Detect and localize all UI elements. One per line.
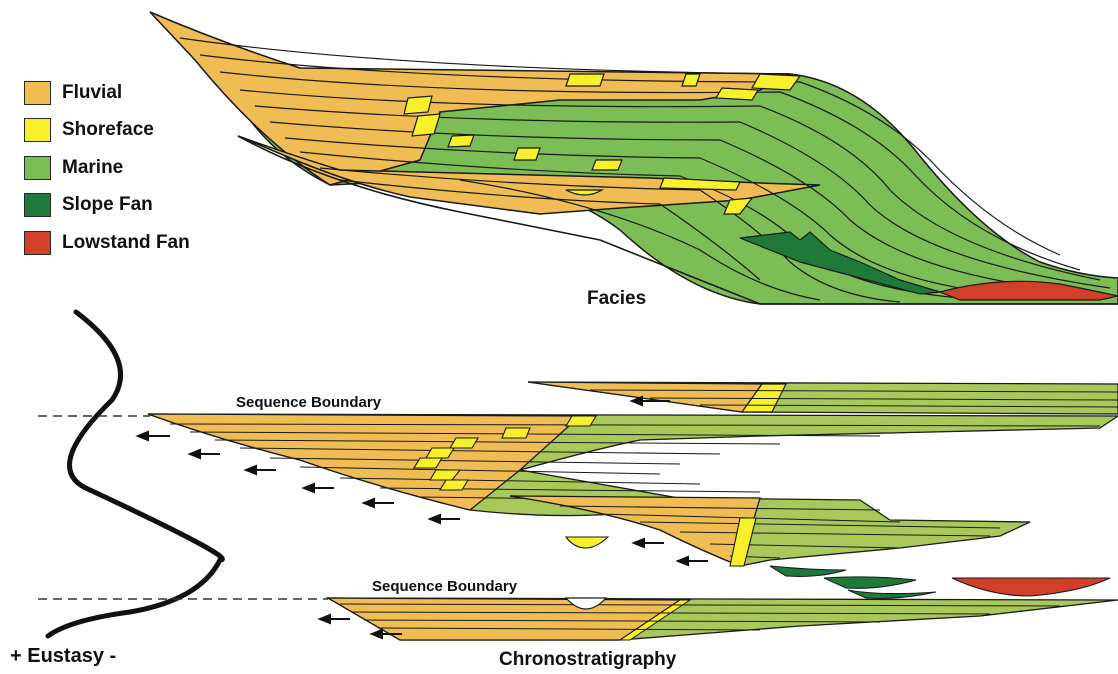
chrono-lowstand-fan xyxy=(952,578,1110,596)
legend-label: Lowstand Fan xyxy=(62,232,190,254)
legend-item-fluvial: Fluvial xyxy=(24,74,190,112)
sequence-boundary-label-upper: Sequence Boundary xyxy=(236,394,381,411)
legend-swatch-slope-fan xyxy=(24,193,51,217)
legend-item-marine: Marine xyxy=(24,149,190,187)
eustasy-caption: + Eustasy - xyxy=(10,645,116,668)
legend-label: Marine xyxy=(62,157,123,179)
legend-item-slope-fan: Slope Fan xyxy=(24,187,190,225)
facies-caption: Facies xyxy=(587,288,646,310)
legend: Fluvial Shoreface Marine Slope Fan Lowst… xyxy=(24,74,190,262)
legend-swatch-lowstand-fan xyxy=(24,231,51,255)
legend-label: Slope Fan xyxy=(62,194,153,216)
legend-swatch-marine xyxy=(24,156,51,180)
facies-cross-section xyxy=(150,12,1118,304)
legend-swatch-fluvial xyxy=(24,81,51,105)
sequence-boundary-label-lower: Sequence Boundary xyxy=(372,578,517,595)
legend-label: Shoreface xyxy=(62,119,154,141)
legend-item-lowstand-fan: Lowstand Fan xyxy=(24,224,190,262)
chronostratigraphy-caption: Chronostratigraphy xyxy=(499,649,676,671)
eustasy-curve xyxy=(48,312,222,636)
legend-swatch-shoreface xyxy=(24,118,51,142)
legend-label: Fluvial xyxy=(62,82,122,104)
legend-item-shoreface: Shoreface xyxy=(24,112,190,150)
chronostratigraphy-section xyxy=(148,382,1118,640)
chrono-channel-lens xyxy=(566,537,608,548)
